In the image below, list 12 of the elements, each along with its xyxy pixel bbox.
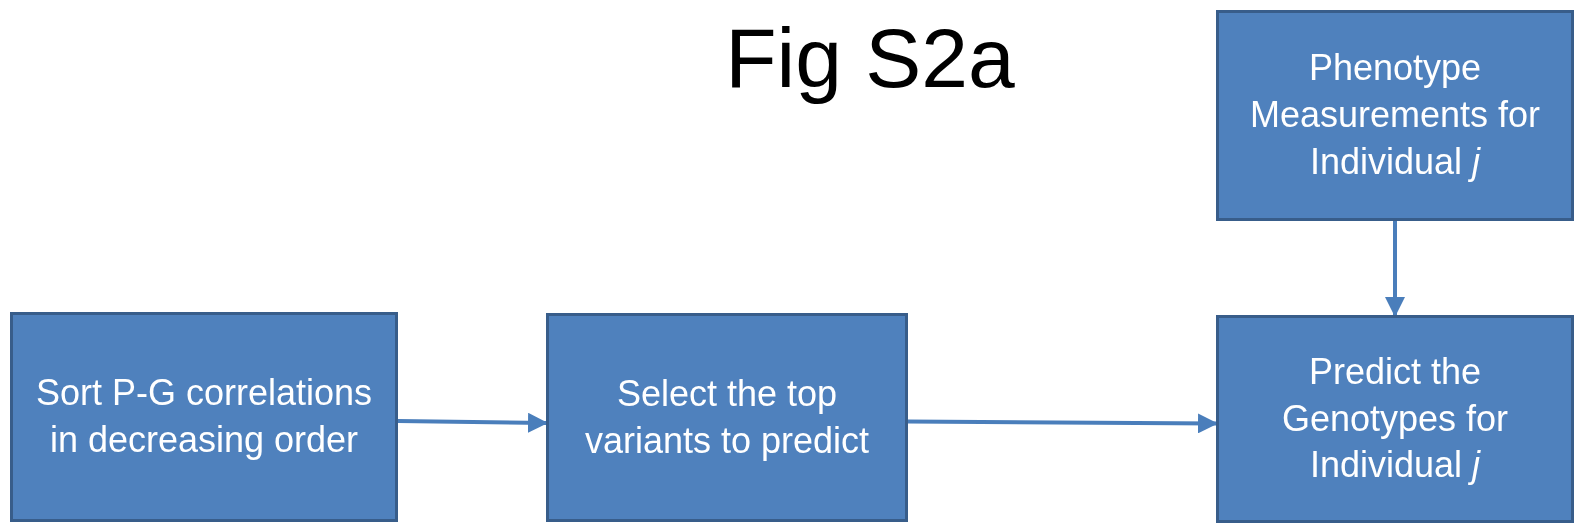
figure-title: Fig S2a (724, 10, 1016, 107)
arrow (908, 413, 1218, 434)
box-label: Select the top variants to predict (583, 371, 871, 463)
process-box (1216, 10, 1574, 221)
arrow (1385, 221, 1405, 317)
box-label: Predict the Genotypes for Individual j (1280, 349, 1510, 488)
arrow (397, 412, 548, 433)
process-box (546, 313, 908, 522)
box-label: Sort P-G correlations in decreasing order (34, 371, 374, 462)
process-box (10, 312, 398, 522)
box-label: Phenotype Measurements for Individual j (1248, 46, 1542, 184)
process-box (1216, 315, 1574, 523)
